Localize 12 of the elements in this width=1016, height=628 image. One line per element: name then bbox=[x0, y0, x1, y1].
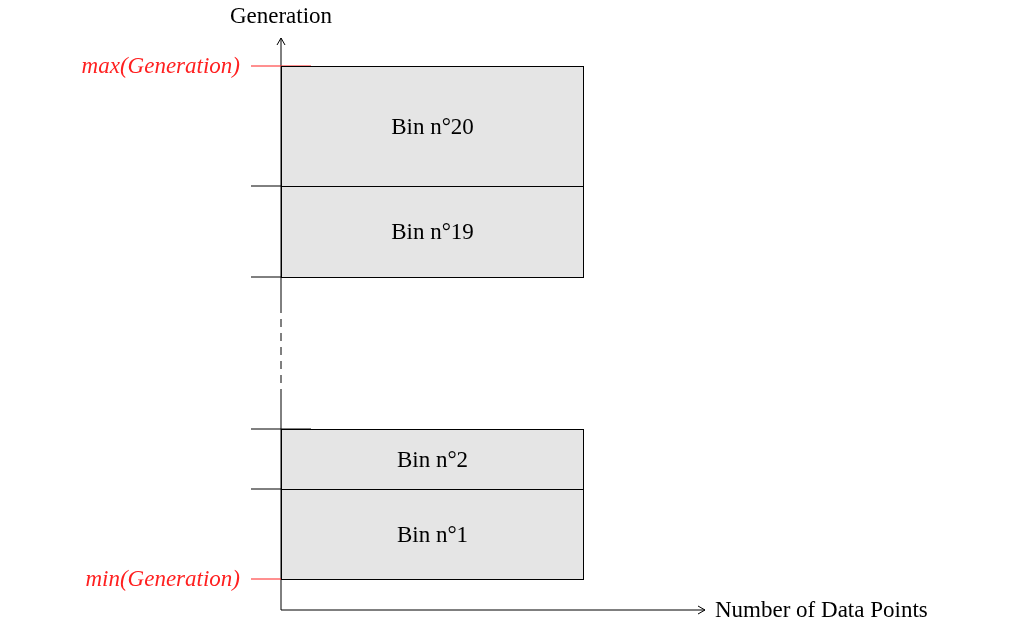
bin-label: Bin n°20 bbox=[391, 113, 474, 140]
tick-label: max(Generation) bbox=[81, 54, 240, 77]
bin-box bbox=[281, 489, 584, 580]
bin-box bbox=[281, 66, 584, 187]
bin-label: Bin n°19 bbox=[391, 219, 474, 245]
bin-label: Bin n°2 bbox=[396, 446, 469, 473]
bin-label: Bin n°1 bbox=[396, 521, 469, 548]
axis-label: Generation bbox=[229, 4, 333, 27]
axis-label: Number of Data Points bbox=[715, 598, 928, 621]
tick-label: min(Generation) bbox=[85, 567, 240, 590]
bin-box bbox=[281, 186, 584, 278]
bin-box bbox=[281, 429, 584, 490]
